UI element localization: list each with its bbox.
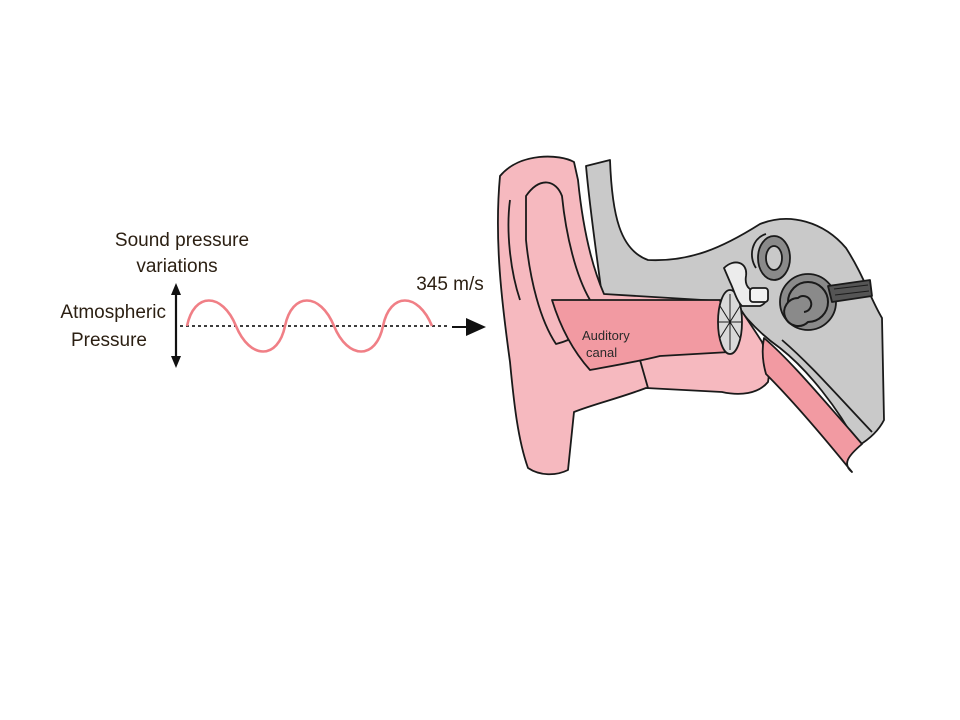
atmospheric-label-line2: Pressure [71,330,147,351]
tragus-line [507,199,521,301]
canal-floor [639,359,649,389]
eustachian-tube-edge [781,339,873,433]
atmospheric-label-line1: Atmospheric [60,302,166,323]
stapes [749,287,769,303]
sound-wave [185,299,434,353]
eardrum [717,289,743,355]
speed-label: 345 m/s [416,274,484,295]
auditory-canal-label-line2: canal [586,345,617,360]
cochlea [779,273,837,331]
eustachian-tube [761,337,863,473]
pressure-range-arrow [171,283,181,368]
sound-pressure-label-line1: Sound pressure [115,230,249,251]
semicircular-canals [751,233,791,281]
ear-illustration [497,155,885,476]
auditory-canal-label-line1: Auditory [582,328,630,343]
propagation-arrow [452,318,486,336]
sound-pressure-label-line2: variations [136,256,217,277]
